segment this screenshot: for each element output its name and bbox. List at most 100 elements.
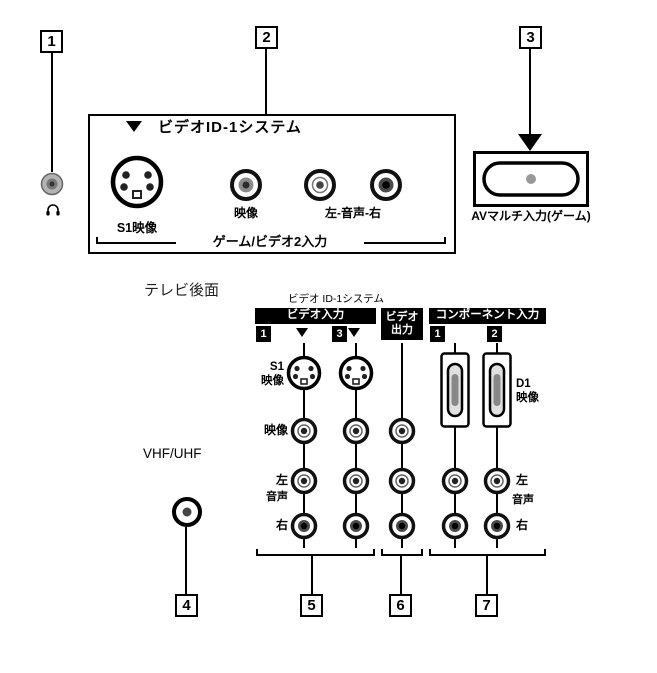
- callout-5: 5: [300, 594, 323, 617]
- leader-line-6: [400, 554, 402, 594]
- bracket-line-6: [381, 554, 423, 556]
- video-row-label: 映像: [263, 423, 288, 437]
- down-arrow-icon: [518, 134, 542, 151]
- s1-label-line2: 映像: [261, 375, 284, 387]
- down-arrow-icon: [296, 328, 308, 337]
- callout-4-number: 4: [182, 597, 191, 614]
- caption-line-right: [364, 242, 446, 244]
- rca-jack-icon: [342, 512, 370, 540]
- port-1-number: 1: [260, 328, 267, 340]
- component-port-2-number: 2: [491, 328, 498, 340]
- bracket-tick: [373, 549, 375, 555]
- video-label: 映像: [233, 206, 258, 220]
- callout-2-number: 2: [262, 29, 271, 46]
- audio-row-label: 音声: [266, 491, 288, 503]
- component-right-label: 右: [516, 518, 529, 532]
- rca-jack-audio-right-icon: [370, 169, 402, 201]
- leader-line-5: [311, 554, 313, 594]
- down-arrow-icon: [126, 121, 142, 132]
- component-input-header-text: コンポーネント入力: [435, 309, 540, 322]
- av-multi-label: AVマルチ入力(ゲーム): [471, 209, 591, 223]
- leader-line-4: [185, 527, 187, 594]
- rca-jack-icon: [290, 417, 318, 445]
- bracket-tick: [544, 549, 546, 555]
- video-input-header: ビデオ入力: [255, 308, 376, 324]
- rca-jack-icon: [388, 512, 416, 540]
- rca-jack-audio-left-icon: [304, 169, 336, 201]
- port-3-tab: 3: [332, 326, 347, 342]
- callout-2: 2: [255, 26, 278, 49]
- audio-label: 左-音声-右: [325, 206, 381, 220]
- rca-jack-icon: [388, 417, 416, 445]
- s-video-connector-3-icon: [338, 355, 374, 391]
- d1-label-line1: D1: [516, 378, 531, 390]
- component-port-1-tab: 1: [430, 326, 445, 342]
- column-line: [454, 343, 456, 548]
- component-audio-label: 音声: [512, 494, 534, 506]
- leader-line-3: [529, 49, 531, 134]
- port-1-tab: 1: [256, 326, 271, 342]
- s-video-connector-icon: [110, 155, 164, 209]
- bracket-tick: [381, 549, 383, 555]
- rca-jack-icon: [388, 467, 416, 495]
- rear-panel-title: テレビ後面: [144, 282, 220, 299]
- down-arrow-icon: [348, 328, 360, 337]
- callout-6-number: 6: [396, 597, 405, 614]
- video-output-header-line2: 出力: [391, 324, 413, 336]
- video-input-header-text: ビデオ入力: [286, 309, 345, 322]
- d1-label-line2: 映像: [516, 392, 539, 404]
- component-port-2-tab: 2: [487, 326, 502, 342]
- rca-jack-icon: [441, 512, 469, 540]
- video-output-header: ビデオ 出力: [381, 308, 423, 340]
- antenna-label: VHF/UHF: [143, 446, 202, 461]
- leader-line-2: [265, 49, 267, 114]
- av-multi-connector-icon: [473, 151, 589, 207]
- leader-line-1: [51, 53, 53, 172]
- column-line: [401, 343, 403, 548]
- s-video-label: S1映像: [116, 221, 158, 235]
- leader-line-7: [486, 554, 488, 594]
- d-terminal-2-icon: [482, 352, 512, 428]
- headphone-jack-icon: [40, 172, 64, 196]
- bracket-line-5: [256, 554, 375, 556]
- coax-connector-icon: [172, 497, 202, 527]
- rca-jack-video-icon: [230, 169, 262, 201]
- right-row-label: 右: [275, 518, 288, 532]
- callout-1: 1: [40, 30, 63, 53]
- game-panel-caption: ゲーム/ビデオ2入力: [212, 234, 328, 249]
- component-port-1-number: 1: [434, 328, 441, 340]
- column-line: [303, 343, 305, 548]
- rca-jack-icon: [441, 467, 469, 495]
- bracket-tick: [429, 549, 431, 555]
- callout-6: 6: [389, 594, 412, 617]
- port-3-number: 3: [336, 328, 343, 340]
- component-left-label: 左: [516, 473, 529, 487]
- game-panel-title: ビデオID-1システム: [158, 119, 302, 136]
- s-video-connector-1-icon: [286, 355, 322, 391]
- caption-line-left: [96, 242, 176, 244]
- rear-system-label: ビデオ ID-1システム: [288, 293, 384, 305]
- caption-tick-left: [96, 237, 98, 244]
- rca-jack-icon: [483, 512, 511, 540]
- callout-4: 4: [175, 594, 198, 617]
- caption-tick-right: [444, 237, 446, 244]
- callout-1-number: 1: [47, 33, 56, 50]
- rca-jack-icon: [290, 467, 318, 495]
- rca-jack-icon: [342, 467, 370, 495]
- component-input-header: コンポーネント入力: [429, 308, 546, 324]
- column-line: [355, 343, 357, 548]
- callout-7: 7: [475, 594, 498, 617]
- d-terminal-1-icon: [440, 352, 470, 428]
- column-line: [496, 343, 498, 548]
- callout-3-number: 3: [526, 29, 535, 46]
- video-output-header-line1: ビデオ: [385, 310, 419, 323]
- rca-jack-icon: [483, 467, 511, 495]
- bracket-tick: [256, 549, 258, 555]
- headphone-icon: [46, 204, 60, 216]
- rca-jack-icon: [290, 512, 318, 540]
- rca-jack-icon: [342, 417, 370, 445]
- s1-label-line1: S1: [269, 361, 284, 373]
- bracket-tick: [421, 549, 423, 555]
- callout-5-number: 5: [307, 597, 316, 614]
